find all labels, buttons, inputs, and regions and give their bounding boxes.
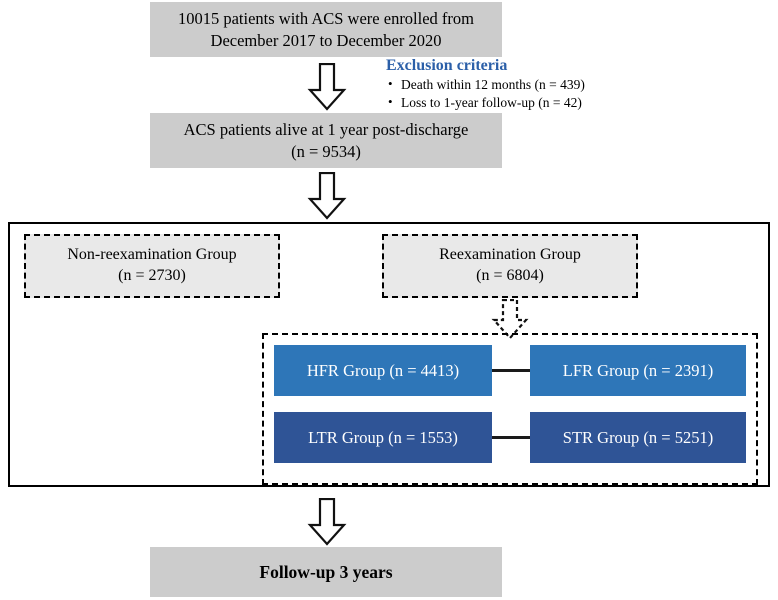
exclusion-criteria-block: Exclusion criteria Death within 12 month… (386, 57, 686, 110)
hfr-group-box: HFR Group (n = 4413) (274, 345, 492, 396)
ltr-group-box: LTR Group (n = 1553) (274, 412, 492, 463)
reexamination-label: Reexamination Group (439, 246, 581, 264)
reexamination-group-box: Reexamination Group (n = 6804) (382, 234, 638, 298)
connector-ltr-str (492, 436, 530, 439)
enrollment-line-1: 10015 patients with ACS were enrolled fr… (177, 9, 475, 29)
arrow-alive-to-groups (307, 172, 347, 220)
followup-box: Follow-up 3 years (150, 547, 502, 597)
alive-line-1: ACS patients alive at 1 year post-discha… (183, 120, 469, 140)
connector-hfr-lfr (492, 369, 530, 372)
lfr-group-label: LFR Group (n = 2391) (562, 360, 714, 380)
non-reexamination-group-box: Non-reexamination Group (n = 2730) (24, 234, 280, 298)
str-group-box: STR Group (n = 5251) (530, 412, 746, 463)
lfr-group-box: LFR Group (n = 2391) (530, 345, 746, 396)
exclusion-criteria-title: Exclusion criteria (386, 57, 508, 74)
non-reexamination-count: (n = 2730) (118, 267, 186, 284)
reexamination-count: (n = 6804) (476, 267, 544, 284)
groups-container (8, 222, 770, 487)
non-reexamination-label: Non-reexamination Group (67, 246, 237, 264)
arrow-enrollment-to-alive (307, 63, 347, 111)
alive-line-2: (n = 9534) (291, 141, 361, 161)
ltr-group-label: LTR Group (n = 1553) (308, 427, 458, 447)
alive-at-one-year-box: ACS patients alive at 1 year post-discha… (150, 113, 502, 168)
exclusion-item: Loss to 1-year follow-up (n = 42) (386, 93, 686, 112)
followup-label: Follow-up 3 years (259, 561, 393, 582)
enrollment-box: 10015 patients with ACS were enrolled fr… (150, 2, 502, 57)
arrow-groups-to-followup (307, 498, 347, 546)
arrow-reexamination-to-subgroups (491, 299, 529, 340)
str-group-label: STR Group (n = 5251) (562, 427, 714, 447)
hfr-group-label: HFR Group (n = 4413) (306, 360, 460, 380)
exclusion-criteria-list: Death within 12 months (n = 439) Loss to… (386, 75, 686, 112)
subgroups-container (262, 333, 758, 485)
enrollment-line-2: December 2017 to December 2020 (210, 30, 442, 50)
exclusion-item: Death within 12 months (n = 439) (386, 75, 686, 94)
